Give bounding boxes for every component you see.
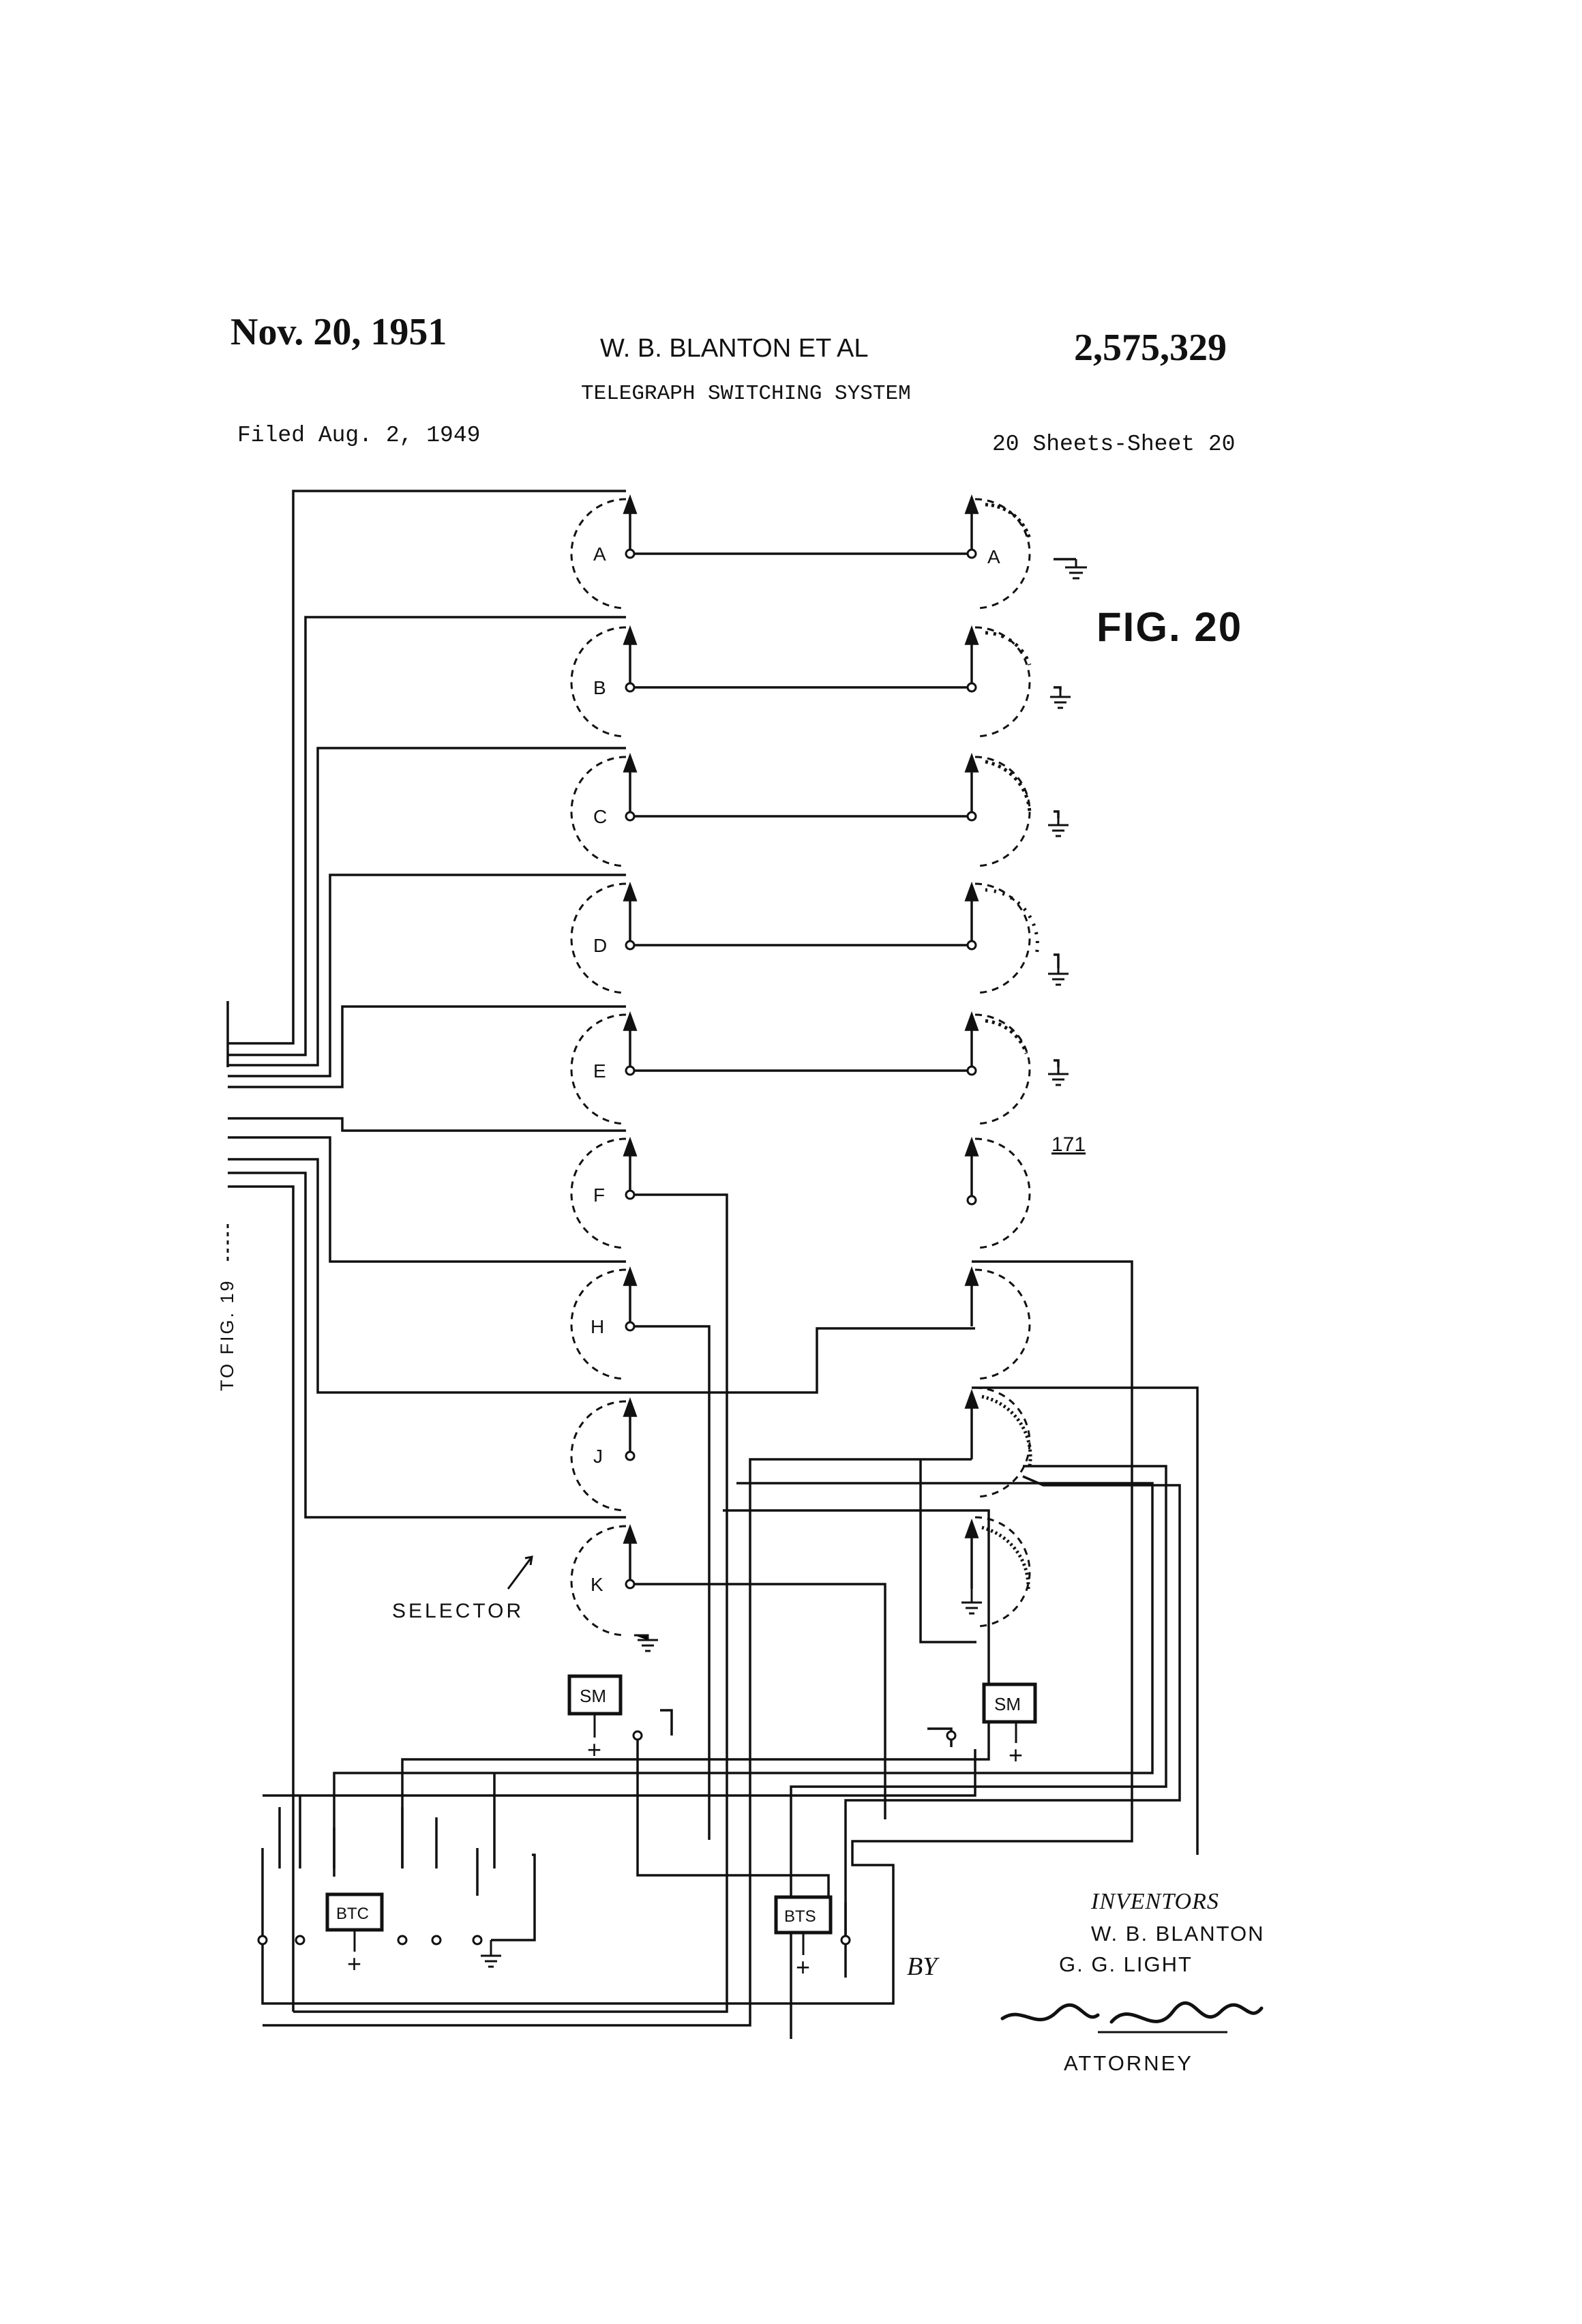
inventors-line: W. B. BLANTON ET AL: [600, 334, 869, 363]
selector-wipers: [623, 494, 979, 1589]
plus-sign: +: [796, 1953, 810, 1981]
plus-sign: +: [347, 1950, 361, 1978]
sm-left-label: SM: [580, 1686, 606, 1706]
sm-right-box: [982, 1682, 1037, 1724]
reference-171: 171: [1051, 1133, 1086, 1156]
plus-sign: +: [587, 1735, 601, 1763]
patent-number: 2,575,329: [1074, 327, 1227, 369]
attorney-label: ATTORNEY: [1064, 2051, 1193, 2075]
btc-label: BTC: [336, 1905, 369, 1923]
level-label: F: [593, 1185, 605, 1206]
level-label: A: [987, 546, 1000, 567]
level-label: C: [593, 806, 607, 827]
ground-symbols: [481, 559, 1087, 1968]
level-label: J: [593, 1446, 603, 1467]
contact-points: [257, 548, 977, 1946]
level-label: K: [591, 1574, 603, 1595]
selector-arcs: [570, 498, 1031, 1637]
plus-sign: +: [1009, 1741, 1023, 1769]
patent-title: TELEGRAPH SWITCHING SYSTEM: [581, 382, 911, 406]
level-label: E: [593, 1060, 606, 1082]
patent-date: Nov. 20, 1951: [230, 311, 447, 353]
to-fig-19-label: TO FIG. 19: [217, 1279, 237, 1391]
figure-label: FIG. 20: [1096, 604, 1243, 650]
contact-banks: [981, 503, 1039, 1590]
inventor-2: G. G. LIGHT: [1059, 1952, 1193, 1976]
relay-devices: [325, 1674, 1037, 1935]
wiring: [226, 490, 1199, 2039]
bts-box: [774, 1895, 833, 1935]
selector-label: SELECTOR: [392, 1600, 524, 1622]
btc-box: [325, 1892, 384, 1932]
sm-right-label: SM: [994, 1694, 1021, 1714]
level-label: A: [593, 543, 606, 565]
sm-left-box: [567, 1674, 623, 1716]
sheet-count: 20 Sheets-Sheet 20: [992, 432, 1236, 457]
by-label: BY: [907, 1952, 938, 1981]
inventor-1: W. B. BLANTON: [1091, 1922, 1265, 1946]
filed-date: Filed Aug. 2, 1949: [237, 423, 481, 448]
level-label: D: [593, 935, 607, 956]
bts-label: BTS: [784, 1907, 816, 1926]
level-label: H: [591, 1316, 604, 1337]
attorney-signature: [1000, 2001, 1264, 2034]
right-level-labels: A: [987, 546, 1000, 567]
inventors-heading: INVENTORS: [1091, 1889, 1219, 1914]
supply-leads: [353, 1714, 1017, 1955]
left-level-labels: A B C D E F H J K: [591, 543, 607, 1595]
level-label: B: [593, 677, 606, 698]
